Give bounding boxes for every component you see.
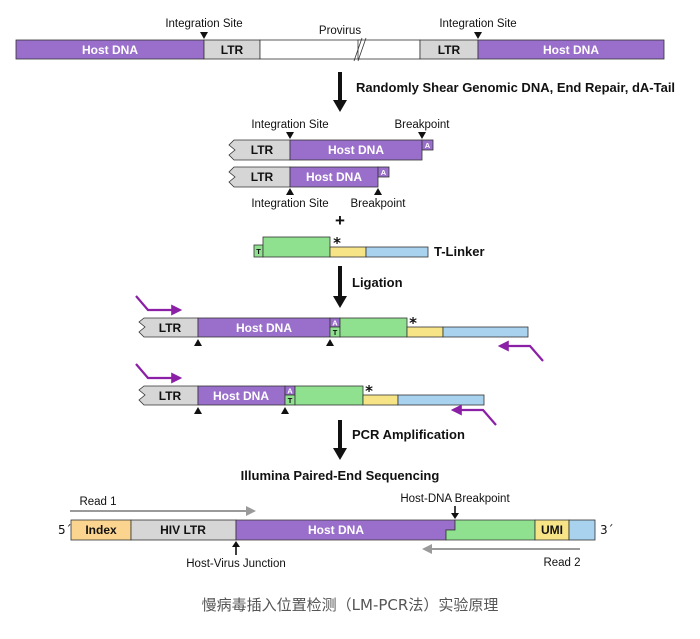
a-overhang xyxy=(377,166,390,178)
integration-site-marker-left xyxy=(200,32,208,39)
linker-green-segment xyxy=(262,236,331,258)
reverse-primer-arrow xyxy=(497,340,544,362)
sheared-fragment-2: LTR Host DNA A Integration Site Breakpoi… xyxy=(228,166,407,210)
host-dna-label-left: Host DNA xyxy=(82,43,138,57)
forward-primer-arrow xyxy=(135,363,183,384)
t-overhang-label: T xyxy=(256,247,261,256)
ligated-product-1: LTR Host DNA A T * xyxy=(135,295,544,362)
ltr-label-right: LTR xyxy=(438,43,461,57)
provirus-break-mark-2 xyxy=(357,37,367,62)
breakpoint-marker xyxy=(418,132,426,139)
step-ligation-label: Ligation xyxy=(352,275,403,290)
five-prime-label: 5´ xyxy=(58,523,72,537)
step-pcr-label: PCR Amplification xyxy=(352,427,465,442)
ltr-label: LTR xyxy=(159,389,182,403)
integration-site-label: Integration Site xyxy=(251,198,328,210)
a-overhang-label: A xyxy=(425,141,431,150)
a-overhang-label: A xyxy=(287,387,293,396)
breakpoint-label: Breakpoint xyxy=(351,198,407,210)
breakpoint-marker xyxy=(374,188,382,195)
host-dna-breakpoint-label: Host-DNA Breakpoint xyxy=(400,493,510,505)
host-dna-segment-right xyxy=(477,39,665,60)
host-virus-junction-label: Host-Virus Junction xyxy=(186,558,286,570)
host-dna-label: Host DNA xyxy=(213,389,269,403)
linker-green-segment xyxy=(339,317,408,338)
step-arrow-head xyxy=(333,296,347,308)
linker-blue-segment xyxy=(397,394,485,406)
provirus-label: Provirus xyxy=(319,25,361,37)
step-arrow-head xyxy=(333,448,347,460)
adapter-blue-segment xyxy=(568,519,596,541)
integration-site-label: Integration Site xyxy=(251,119,328,131)
step-sequencing-label: Illumina Paired-End Sequencing xyxy=(241,468,440,483)
read1-label: Read 1 xyxy=(79,496,116,508)
ligation-step: Ligation xyxy=(333,266,403,308)
ltr-label: LTR xyxy=(251,170,274,184)
junction-marker-ltr xyxy=(194,407,202,414)
linker-star: * xyxy=(409,314,417,332)
host-dna-label: Host DNA xyxy=(308,523,364,537)
genome-row: Host DNA LTR Provirus LTR Host DNA Integ… xyxy=(15,18,665,62)
integration-site-label-left: Integration Site xyxy=(165,18,242,30)
linker-green-segment xyxy=(294,385,364,406)
a-overhang-label: A xyxy=(381,168,387,177)
breakpoint-label: Breakpoint xyxy=(395,119,451,131)
integration-site-marker xyxy=(286,188,294,195)
read2-label: Read 2 xyxy=(543,557,580,569)
linker-blue-segment xyxy=(442,326,529,338)
integration-site-marker-right xyxy=(474,32,482,39)
linker-blue-segment xyxy=(365,246,429,258)
three-prime-label: 3´ xyxy=(600,523,614,537)
umi-label: UMI xyxy=(541,523,563,537)
step-arrow-head xyxy=(333,100,347,112)
pcr-step: PCR Amplification xyxy=(333,420,465,460)
plus-sign: + xyxy=(335,211,345,230)
t-overhang-label: T xyxy=(333,328,338,337)
junction-marker-ltr xyxy=(194,339,202,346)
a-overhang-label: A xyxy=(332,319,338,328)
breakpoint-pointer-head xyxy=(451,513,459,519)
shear-step: Randomly Shear Genomic DNA, End Repair, … xyxy=(333,72,675,112)
t-overhang-label: T xyxy=(288,396,293,405)
provirus-segment-a xyxy=(259,39,361,60)
host-dna-label: Host DNA xyxy=(306,170,362,184)
sheared-fragment-1: LTR Host DNA A Integration Site Breakpoi… xyxy=(228,119,451,161)
figure-caption: 慢病毒插入位置检测（LM-PCR法）实验原理 xyxy=(202,596,499,614)
linker-green-segment xyxy=(445,519,536,541)
host-dna-label: Host DNA xyxy=(328,143,384,157)
index-label: Index xyxy=(85,523,117,537)
reverse-primer-arrow xyxy=(450,404,497,426)
forward-primer-arrow xyxy=(135,295,183,316)
step-shear-label: Randomly Shear Genomic DNA, End Repair, … xyxy=(356,80,675,95)
junction-marker-breakpoint xyxy=(281,407,289,414)
ligated-product-2: LTR Host DNA A T * xyxy=(135,363,497,426)
host-dna-label-right: Host DNA xyxy=(543,43,599,57)
integration-site-label-right: Integration Site xyxy=(439,18,516,30)
sequencing-library: Read 1 5´ Index HIV LTR Host DNA UMI 3´ … xyxy=(58,493,614,570)
provirus-segment-b xyxy=(357,39,421,60)
t-linker-label: T-Linker xyxy=(434,244,485,259)
t-linker: T * T-Linker xyxy=(253,234,485,259)
hiv-ltr-label: HIV LTR xyxy=(160,523,206,537)
a-overhang xyxy=(421,139,434,151)
junction-marker-breakpoint xyxy=(326,339,334,346)
host-dna-label: Host DNA xyxy=(236,321,292,335)
linker-star: * xyxy=(333,234,341,252)
integration-site-marker xyxy=(286,132,294,139)
linker-star: * xyxy=(365,382,373,400)
ltr-label-left: LTR xyxy=(221,43,244,57)
provirus-break-mark-1 xyxy=(353,37,363,62)
junction-pointer-head xyxy=(232,541,240,547)
ltr-label: LTR xyxy=(159,321,182,335)
ltr-label: LTR xyxy=(251,143,274,157)
